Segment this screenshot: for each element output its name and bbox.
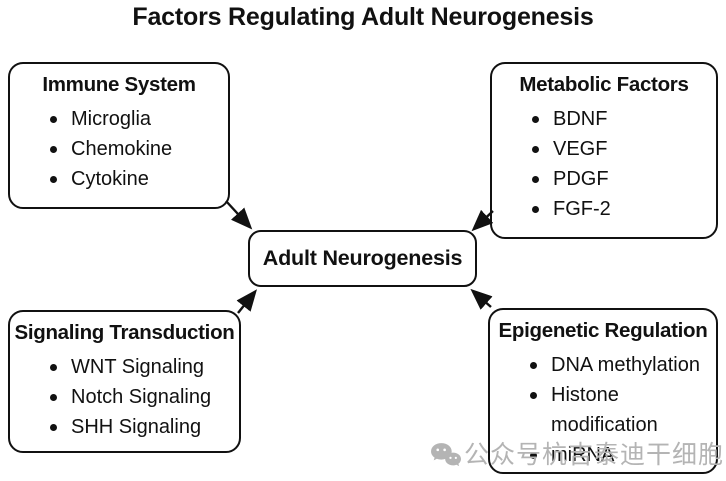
list-item-label: Cytokine	[71, 168, 149, 190]
arrow-immune-to-center	[225, 200, 253, 230]
factor-box-signaling-transduction: Signaling Transduction WNT Signaling Not…	[8, 310, 241, 453]
box-header-immune-system: Immune System	[42, 73, 196, 96]
list-item: VEGF	[530, 134, 710, 164]
bullet-list: Microglia Chemokine Cytokine	[10, 104, 228, 194]
list-item-label: WNT Signaling	[71, 356, 205, 378]
list-item-label: SHH Signaling	[71, 416, 202, 438]
list-item-label: PDGF	[553, 168, 609, 190]
list-item: FGF-2	[530, 194, 710, 224]
box-header-signaling-transduction: Signaling Transduction	[14, 321, 235, 344]
list-item: PDGF	[530, 164, 710, 194]
list-item: SHH Signaling	[48, 412, 233, 442]
center-node-adult-neurogenesis: Adult Neurogenesis	[248, 230, 477, 287]
arrow-epigenetic-to-center	[470, 288, 493, 310]
list-item: Microglia	[48, 104, 222, 134]
factor-box-content: Epigenetic Regulation DNA methylation Hi…	[490, 319, 716, 470]
list-item-label: Chemokine	[71, 138, 173, 160]
factor-box-epigenetic-regulation: Epigenetic Regulation DNA methylation Hi…	[488, 308, 718, 474]
list-item-label: BDNF	[553, 108, 608, 130]
bullet-list: DNA methylation Histone modification miR…	[490, 350, 716, 470]
watermark: 公众号杭吉泰迪干细胞	[430, 441, 724, 469]
list-item-label: miRNA	[551, 444, 615, 466]
center-node-label: Adult Neurogenesis	[262, 246, 463, 270]
list-item: Notch Signaling	[48, 382, 233, 412]
bullet-list: WNT Signaling Notch Signaling SHH Signal…	[10, 352, 239, 442]
list-item-label: DNA methylation	[551, 354, 700, 376]
factor-box-immune-system: Immune System Microglia Chemokine Cytoki…	[8, 62, 230, 209]
box-header-epigenetic-regulation: Epigenetic Regulation	[498, 319, 708, 342]
list-item: Histone modification	[528, 380, 710, 440]
factor-box-metabolic-factors: Metabolic Factors BDNF VEGF PDGF FGF-2	[490, 62, 718, 239]
list-item: Chemokine	[48, 134, 222, 164]
list-item-label: FGF-2	[553, 198, 611, 220]
list-item-label: Histone modification	[551, 384, 658, 436]
bullet-list: BDNF VEGF PDGF FGF-2	[492, 104, 716, 224]
list-item: Cytokine	[48, 164, 222, 194]
list-item: miRNA	[528, 440, 710, 470]
box-header-metabolic-factors: Metabolic Factors	[519, 73, 689, 96]
list-item: BDNF	[530, 104, 710, 134]
list-item: DNA methylation	[528, 350, 710, 380]
list-item-label: Microglia	[71, 108, 152, 130]
arrow-signaling-to-center	[236, 289, 257, 314]
factor-box-content: Metabolic Factors BDNF VEGF PDGF FGF-2	[492, 73, 716, 224]
list-item-label: VEGF	[553, 138, 608, 160]
watermark-text: 公众号杭吉泰迪干细胞	[464, 441, 725, 469]
list-item: WNT Signaling	[48, 352, 233, 382]
page-title: Factors Regulating Adult Neurogenesis	[132, 3, 594, 31]
factor-box-content: Immune System Microglia Chemokine Cytoki…	[10, 73, 228, 194]
list-item-label: Notch Signaling	[71, 386, 212, 408]
wechat-icon	[431, 443, 461, 467]
factor-box-content: Signaling Transduction WNT Signaling Not…	[10, 321, 239, 442]
